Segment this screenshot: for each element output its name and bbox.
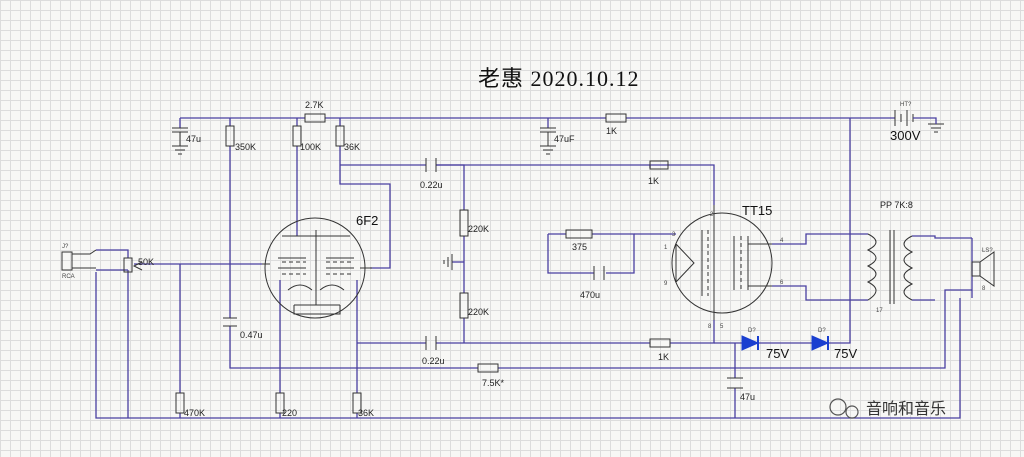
resistor-1k-upper [649, 160, 669, 170]
wechat-icon [829, 398, 847, 416]
schematic-title: 老惠 2020.10.12 [478, 66, 640, 91]
label-300v: 300V [890, 128, 921, 143]
ground-center [443, 254, 453, 270]
pin-tt15-r1: 4 [780, 238, 784, 244]
labels: 2.7K 47u 350K 100K 36K 47uF 1K 0.22u 1K … [62, 100, 993, 418]
label-470k: 470K [184, 408, 205, 418]
label-75v-d1: 75V [766, 346, 789, 361]
label-47u-bottom: 47u [740, 392, 755, 402]
output-transformer [866, 230, 914, 304]
rca-jack-icon [61, 249, 97, 271]
resistor-36k-top [335, 125, 345, 147]
label-2-7k: 2.7K [305, 100, 324, 110]
label-47uf: 47uF [554, 134, 575, 144]
label-350k: 350K [235, 142, 256, 152]
ground-supply [928, 123, 944, 133]
resistor-2-7k [304, 113, 326, 123]
label-d1-ref: D? [748, 328, 756, 334]
resistor-220 [275, 392, 285, 414]
label-d2-ref: D? [818, 328, 826, 334]
diode-d2 [811, 335, 830, 351]
speaker-icon [971, 251, 995, 287]
capacitor-47u-left [172, 127, 188, 155]
capacitor-47u-bottom [727, 377, 743, 389]
tube-6f2 [262, 217, 372, 319]
resistor-470k [175, 392, 185, 414]
pin-tt15-top: 2 [710, 212, 714, 218]
resistor-220k-top [459, 209, 469, 237]
pin-tt15-b2: 5 [720, 324, 724, 330]
capacitor-0-22u-bottom [425, 336, 437, 350]
label-transformer: PP 7K:8 [880, 200, 913, 210]
pin-tt15-r2: 6 [780, 280, 784, 286]
resistor-375 [565, 229, 593, 239]
battery-ht [894, 110, 937, 126]
label-1k-supply: 1K [606, 126, 617, 136]
label-220: 220 [282, 408, 297, 418]
label-rca: RCA [62, 274, 75, 280]
label-speaker-pin: 8 [982, 286, 986, 292]
label-220k-bottom: 220K [468, 307, 489, 317]
capacitor-47uf [540, 127, 556, 155]
pin-tt15-b1: 8 [708, 324, 712, 330]
label-7-5k: 7.5K* [482, 378, 505, 388]
diode-d1 [741, 335, 760, 351]
capacitor-0-47u [223, 317, 237, 327]
ground-symbols [443, 123, 944, 270]
label-tube-6f2: 6F2 [356, 213, 378, 228]
pin-tt15-l2: 1 [664, 245, 668, 251]
resistor-1k-supply [605, 113, 627, 123]
resistor-7-5k [477, 363, 499, 373]
label-100k: 100K [300, 142, 321, 152]
pin-transformer: 17 [876, 308, 883, 314]
label-50k: 50K [138, 257, 154, 267]
label-375: 375 [572, 242, 587, 252]
diodes [741, 335, 830, 351]
pin-tt15-l3: 9 [664, 281, 668, 287]
wechat-icon-small [845, 405, 859, 419]
label-0-22u-bottom: 0.22u [422, 356, 445, 366]
watermark-text: 音响和音乐 [866, 399, 946, 418]
label-36k-top: 36K [344, 142, 360, 152]
capacitors [172, 127, 743, 389]
label-jack-ref: J? [62, 244, 69, 250]
resistor-220k-bottom [459, 292, 469, 319]
label-1k-upper: 1K [648, 176, 659, 186]
resistors [175, 113, 671, 414]
capacitor-0-22u-top [425, 158, 437, 172]
label-75v-d2: 75V [834, 346, 857, 361]
potentiometer-50k [123, 257, 143, 273]
label-0-22u-top: 0.22u [420, 180, 443, 190]
wires [95, 117, 973, 419]
label-36k-bottom: 36K [358, 408, 374, 418]
label-ht-ref: HT? [900, 102, 912, 108]
label-220k-top: 220K [468, 224, 489, 234]
watermark: 音响和音乐 [829, 398, 946, 419]
resistor-100k [292, 125, 302, 147]
pin-tt15-l1: 3 [672, 232, 676, 238]
label-470u: 470u [580, 290, 600, 300]
resistor-350k [225, 125, 235, 147]
label-47u-left: 47u [186, 134, 201, 144]
label-speaker-ref: LS? [982, 248, 993, 254]
resistor-36k-bottom [352, 392, 362, 414]
label-1k-lower: 1K [658, 352, 669, 362]
label-tube-tt15: TT15 [742, 203, 772, 218]
capacitor-470u [593, 266, 605, 280]
tube-tt15 [671, 205, 773, 320]
label-0-47u: 0.47u [240, 330, 263, 340]
resistor-1k-lower [649, 338, 671, 348]
